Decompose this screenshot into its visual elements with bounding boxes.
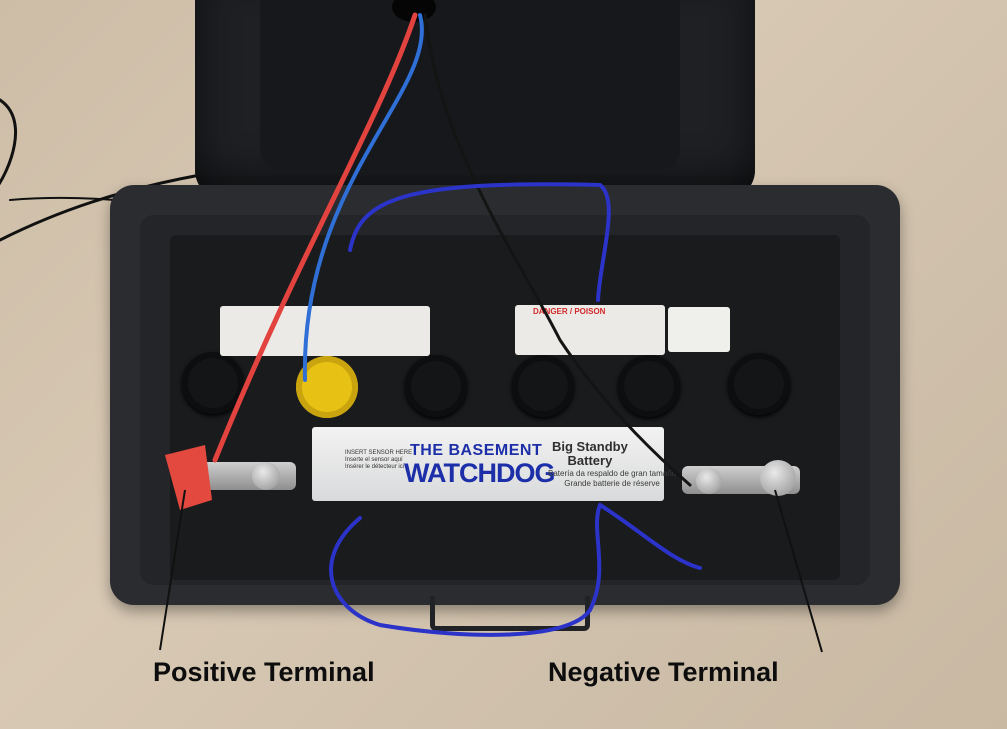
insert-es: Inserte el sensor aquí [345, 457, 403, 463]
negative-wing-nut [696, 468, 722, 494]
brand-main: WATCHDOG [404, 458, 555, 488]
insert-sensor-text: INSERT SENSOR HERE Inserte el sensor aqu… [345, 450, 412, 471]
battery-label [312, 427, 664, 501]
positive-red-cap [165, 445, 212, 510]
title-line-2: Battery [567, 453, 613, 468]
label-title: Big Standby Battery [552, 440, 628, 468]
vent-cap-6 [728, 353, 790, 415]
subtitle-es: Batería da respaldo de gran tamaño [548, 469, 677, 478]
warning-sticker-left [220, 306, 430, 356]
negative-terminal-post [760, 460, 796, 496]
insert-en: INSERT SENSOR HERE [345, 450, 413, 456]
vent-cap-4 [512, 355, 574, 417]
lid-inner [260, 0, 680, 170]
subtitle-fr: Grande batterie de réserve [564, 479, 660, 488]
vent-cap-5 [618, 355, 680, 417]
vent-cap-1 [182, 352, 244, 414]
title-line-1: Big Standby [552, 439, 628, 454]
brand-top: THE BASEMENT [410, 442, 543, 459]
symbol-grid-sticker [668, 307, 730, 352]
positive-wing-nut [252, 462, 280, 490]
label-subtitle: Batería da respaldo de gran tamaño Grand… [548, 469, 676, 489]
positive-terminal-label: Positive Terminal [153, 657, 375, 687]
danger-title: DANGER / POISON [533, 307, 606, 316]
battery [170, 235, 840, 580]
danger-sticker: DANGER / POISON [515, 305, 665, 355]
insert-fr: Insérer le détecteur ici [345, 464, 405, 470]
negative-terminal-label: Negative Terminal [548, 657, 779, 687]
vent-cap-3 [405, 355, 467, 417]
